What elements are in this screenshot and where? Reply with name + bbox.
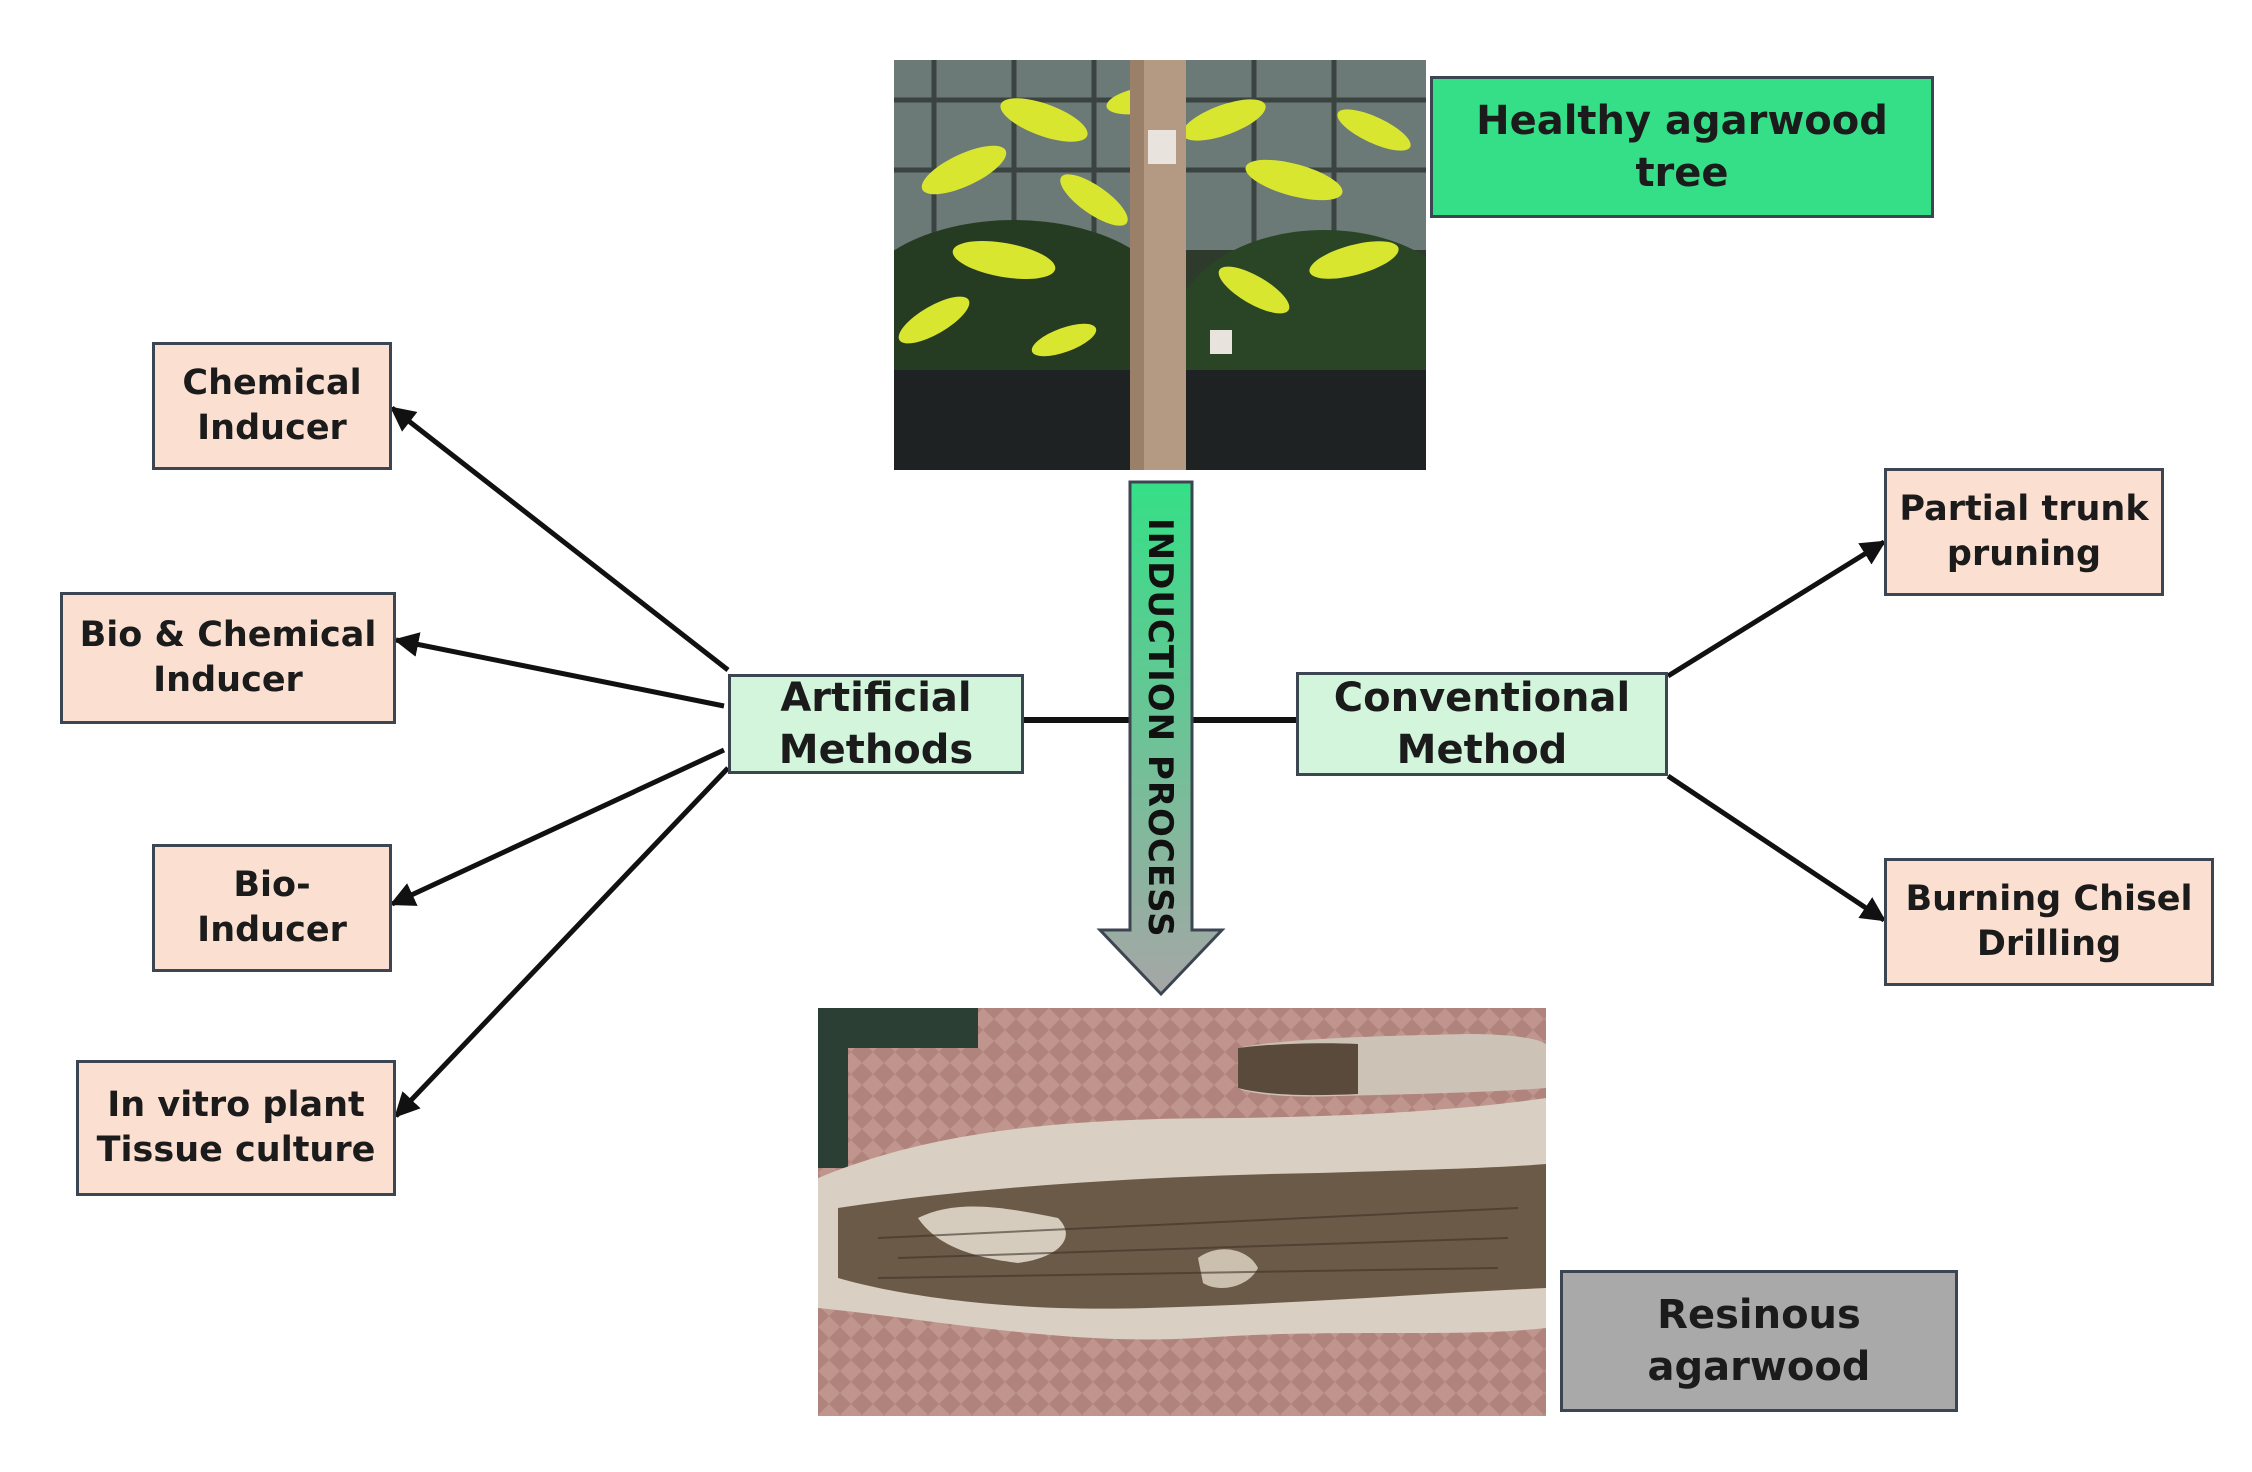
healthy-tree-photo — [894, 60, 1426, 470]
artificial-methods-line-1: Artificial — [780, 675, 972, 721]
conventional-method-line-2: Method — [1396, 727, 1568, 773]
healthy-tree-label-line-1: Healthy agarwood — [1476, 98, 1888, 144]
conventional-method-line-1: Conventional — [1333, 675, 1631, 721]
partial-trunk-line-1: Partial trunk — [1899, 488, 2149, 529]
resinous-agarwood-line-1: Resinous — [1657, 1292, 1861, 1338]
bio-chemical-inducer-box: Bio & Chemical Inducer — [60, 592, 396, 724]
in-vitro-box: In vitro plant Tissue culture — [76, 1060, 396, 1196]
chemical-inducer-line-2: Inducer — [197, 408, 347, 448]
resinous-agarwood-line-2: agarwood — [1647, 1344, 1871, 1390]
chemical-inducer-line-1: Chemical — [182, 362, 362, 403]
bio-chemical-inducer-line-1: Bio & Chemical — [79, 614, 377, 655]
resinous-wood-photo — [818, 1008, 1546, 1416]
burning-chisel-line-1: Burning Chisel — [1905, 878, 2193, 919]
in-vitro-line-2: Tissue culture — [96, 1130, 376, 1170]
bio-inducer-box: Bio- Inducer — [152, 844, 392, 972]
arrow-to-bio-inducer — [389, 747, 726, 907]
arrow-to-partial-trunk — [1666, 539, 1887, 679]
arrow-to-bio-chemical-inducer — [393, 632, 725, 709]
conventional-method-box: Conventional Method — [1296, 672, 1668, 776]
healthy-tree-label: Healthy agarwood tree — [1430, 76, 1934, 218]
chemical-inducer-box: Chemical Inducer — [152, 342, 392, 470]
in-vitro-line-1: In vitro plant — [107, 1084, 365, 1125]
arrow-to-chemical-inducer — [390, 406, 730, 672]
healthy-tree-label-line-2: tree — [1635, 150, 1729, 196]
artificial-methods-box: Artificial Methods — [728, 674, 1024, 774]
resinous-agarwood-label: Resinous agarwood — [1560, 1270, 1958, 1412]
induction-arrow — [1096, 480, 1226, 997]
bio-inducer-line-2: Inducer — [197, 910, 347, 950]
induction-arrow-label: INDUCTION PROCESS — [1140, 518, 1180, 938]
bio-inducer-line-1: Bio- — [233, 864, 311, 905]
partial-trunk-box: Partial trunk pruning — [1884, 468, 2164, 596]
artificial-methods-line-2: Methods — [778, 727, 974, 773]
arrow-to-burning-chisel — [1666, 773, 1887, 923]
partial-trunk-line-2: pruning — [1946, 534, 2102, 574]
burning-chisel-line-2: Drilling — [1976, 924, 2122, 964]
arrow-to-in-vitro — [394, 766, 730, 1118]
bio-chemical-inducer-line-2: Inducer — [153, 660, 303, 700]
burning-chisel-box: Burning Chisel Drilling — [1884, 858, 2214, 986]
